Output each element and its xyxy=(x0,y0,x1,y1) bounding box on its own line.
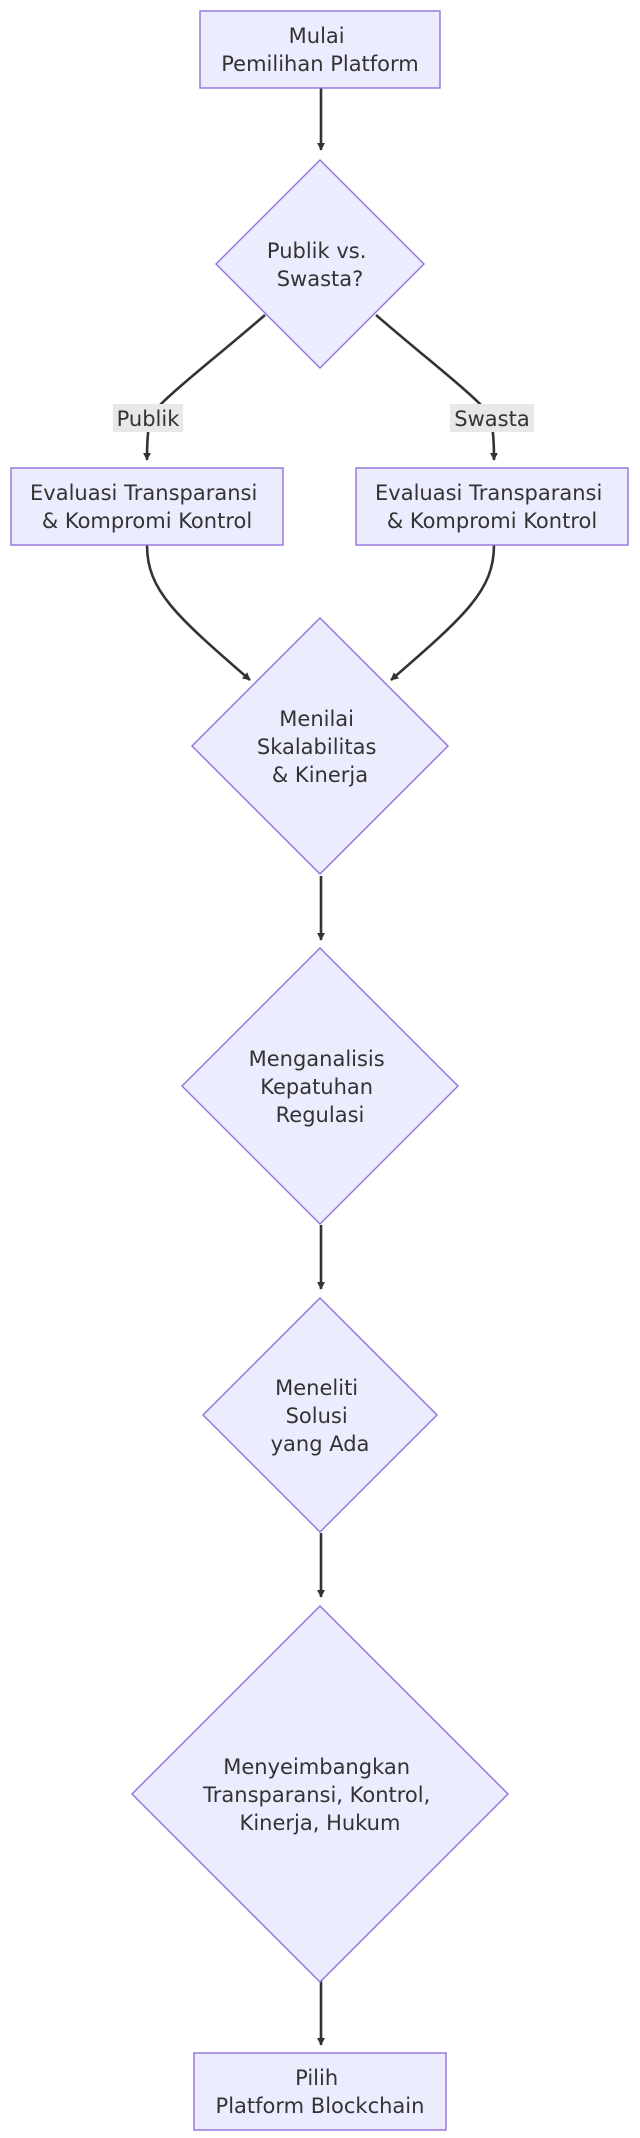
node-eval-private-line-2: & Kompromi Kontrol xyxy=(387,509,597,533)
node-balance-line-1: Menyeimbangkan xyxy=(223,1755,410,1779)
svg-text:Menyeimbangkan Transpara: Menyeimbangkan Transparansi, Kontrol, Ki… xyxy=(202,1755,437,1835)
svg-text:Mulai Pemilihan Platform: Mulai Pemilihan Platform xyxy=(221,24,419,76)
node-compliance-line-3: Regulasi xyxy=(276,1103,365,1127)
svg-text:Meneliti Solusi ya: Meneliti Solusi yang Ada xyxy=(271,1376,370,1456)
edge-eval-public-to-scalability xyxy=(145,544,251,681)
node-research-line-2: Solusi xyxy=(286,1404,348,1428)
node-start-line-2: Pemilihan Platform xyxy=(221,52,419,76)
node-choose: Pilih Platform Blockchain xyxy=(193,2052,447,2131)
edge-eval-private-to-scalability xyxy=(390,544,496,681)
node-decision: Publik vs. Swasta? xyxy=(215,159,425,369)
node-start: Mulai Pemilihan Platform xyxy=(199,10,441,89)
node-balance: Menyeimbangkan Transparansi, Kontrol, Ki… xyxy=(131,1605,509,1983)
node-balance-line-3: Kinerja, Hukum xyxy=(240,1811,401,1835)
node-eval-public: Evaluasi Transparansi & Kompromi Kontrol xyxy=(10,467,284,546)
node-eval-public-line-2: & Kompromi Kontrol xyxy=(42,509,252,533)
edge-decision-to-eval-public xyxy=(143,314,266,461)
node-scalability: Menilai Skalabilitas & Kinerja xyxy=(191,617,449,875)
node-research-line-1: Meneliti xyxy=(275,1376,358,1400)
node-eval-private: Evaluasi Transparansi & Kompromi Kontrol xyxy=(355,467,629,546)
node-start-line-1: Mulai xyxy=(289,24,345,48)
node-compliance: Menganalisis Kepatuhan Regulasi xyxy=(181,947,459,1225)
node-compliance-line-2: Kepatuhan xyxy=(260,1075,373,1099)
node-scalability-line-1: Menilai xyxy=(279,707,354,731)
svg-text:Menilai Skalabilitas: Menilai Skalabilitas & Kinerja xyxy=(257,707,383,787)
node-choose-line-1: Pilih xyxy=(295,2066,338,2090)
node-research: Meneliti Solusi yang Ada xyxy=(202,1297,438,1533)
svg-text:Evaluasi Transparansi &: Evaluasi Transparansi & Kompromi Kontrol xyxy=(375,481,609,533)
edge-decision-to-eval-private xyxy=(375,314,498,461)
node-research-line-3: yang Ada xyxy=(271,1432,370,1456)
edge-label-private: Swasta xyxy=(450,404,534,432)
node-choose-line-2: Platform Blockchain xyxy=(216,2094,425,2118)
node-decision-line-2: Swasta? xyxy=(277,267,364,291)
node-scalability-line-2: Skalabilitas xyxy=(257,735,377,759)
node-compliance-line-1: Menganalisis xyxy=(249,1047,385,1071)
node-balance-line-2: Transparansi, Kontrol, xyxy=(202,1783,430,1807)
node-eval-private-line-1: Evaluasi Transparansi xyxy=(375,481,602,505)
edge-label-public-text: Publik xyxy=(117,407,181,431)
edges xyxy=(143,88,498,2046)
edge-label-public: Publik xyxy=(113,404,183,432)
svg-text:Publik vs. Swasta?: Publik vs. Swasta? xyxy=(267,239,373,291)
svg-text:Pilih Platform Blockchai: Pilih Platform Blockchain xyxy=(216,2066,425,2118)
svg-text:Evaluasi Transparansi &: Evaluasi Transparansi & Kompromi Kontrol xyxy=(30,481,264,533)
node-scalability-line-3: & Kinerja xyxy=(272,763,368,787)
node-decision-line-1: Publik vs. xyxy=(267,239,366,263)
edge-label-private-text: Swasta xyxy=(454,407,529,431)
node-eval-public-line-1: Evaluasi Transparansi xyxy=(30,481,257,505)
svg-text:Menganalisis Kepatuhan: Menganalisis Kepatuhan Regulasi xyxy=(249,1047,392,1127)
